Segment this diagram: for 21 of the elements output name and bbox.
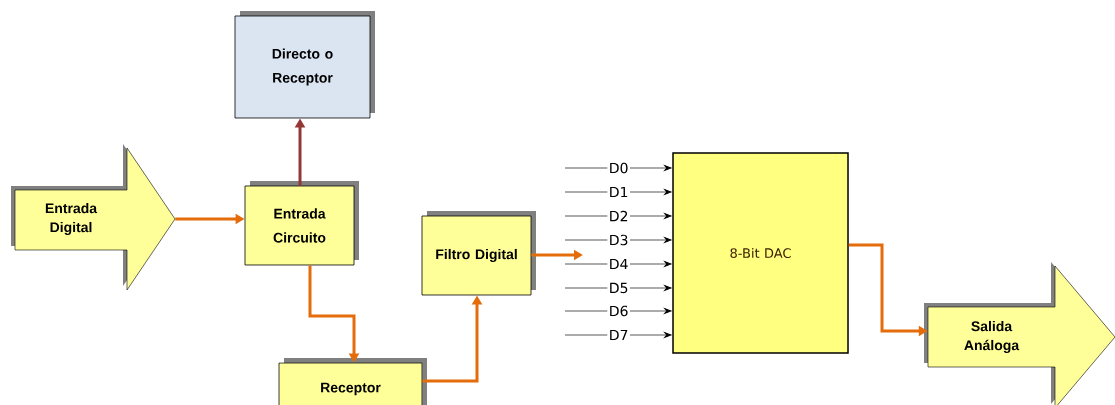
arrow (564, 165, 672, 171)
arrow (564, 261, 672, 267)
edge-label: D2 (607, 209, 630, 223)
edge-label: D4 (607, 257, 630, 271)
arrow (564, 332, 672, 338)
process-box: Filtro Digital (421, 211, 536, 296)
dac-box: 8-Bit DAC (672, 152, 849, 354)
arrow (564, 308, 672, 314)
arrow (564, 189, 672, 195)
arrow (564, 285, 672, 291)
edge-label: D0 (607, 161, 630, 175)
process-box: Receptor (278, 358, 427, 405)
edge-label: D6 (607, 304, 630, 318)
edge-label: D7 (607, 328, 630, 342)
arrow (564, 237, 672, 243)
arrow (564, 213, 672, 219)
edge-label: D3 (607, 233, 630, 247)
edge-label: D1 (607, 185, 630, 199)
process-box: Directo o Receptor (234, 11, 375, 119)
edge-label: D5 (607, 281, 630, 295)
process-box: Entrada Circuito (244, 181, 359, 266)
